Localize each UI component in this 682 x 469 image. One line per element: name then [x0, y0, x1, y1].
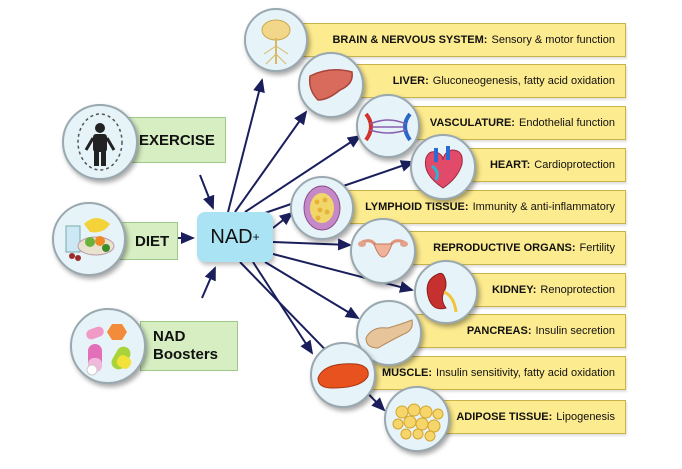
liver-icon — [298, 52, 364, 118]
brain-nerves-icon — [244, 8, 308, 72]
arrow-to-kidney — [272, 253, 414, 293]
nad-superscript: + — [252, 230, 260, 244]
organ-name: LIVER: — [392, 75, 429, 87]
arrow-to-brain — [227, 78, 265, 213]
organ-bar-liver: LIVER:Gluconeogenesis, fatty acid oxidat… — [320, 64, 626, 98]
nad-boosters-label-line2: Boosters — [153, 346, 219, 363]
organ-name: LYMPHOID TISSUE: — [365, 201, 469, 213]
organ-effect: Cardioprotection — [534, 159, 615, 171]
organ-name: HEART: — [489, 159, 531, 171]
diet-label: DIET — [135, 232, 170, 250]
organ-bar-reproductive: REPRODUCTIVE ORGANS:Fertility — [376, 231, 626, 265]
lymph-node-icon — [290, 176, 354, 240]
organ-effect: Endothelial function — [518, 117, 615, 129]
blood-vessels-icon — [356, 94, 420, 158]
organ-effect: Gluconeogenesis, fatty acid oxidation — [432, 75, 615, 87]
arrow-to-vasculature — [244, 134, 362, 213]
nad-node: NAD+ — [197, 212, 273, 262]
organ-name: VASCULATURE: — [429, 117, 515, 129]
exercise-label: EXERCISE — [139, 131, 215, 149]
arrow-to-reproductive — [272, 238, 352, 251]
organ-name: ADIPOSE TISSUE: — [456, 411, 553, 423]
jump-rope-person-icon — [62, 104, 138, 180]
organ-bar-brain: BRAIN & NERVOUS SYSTEM:Sensory & motor f… — [272, 23, 626, 57]
organ-bar-lymphoid: LYMPHOID TISSUE:Immunity & anti-inflamma… — [318, 190, 626, 224]
nad-label: NAD — [210, 225, 253, 248]
arrow-to-lymphoid — [272, 211, 294, 229]
adipose-cells-icon — [384, 386, 450, 452]
organ-name: PANCREAS: — [466, 325, 532, 337]
organ-effect: Lipogenesis — [556, 411, 615, 423]
nad-boosters-box: NAD Boosters — [140, 321, 238, 371]
arrow-exercise-to-nad — [199, 174, 215, 210]
organ-bar-muscle: MUSCLE:Insulin sensitivity, fatty acid o… — [334, 356, 626, 390]
organ-effect: Sensory & motor function — [491, 34, 615, 46]
organ-name: MUSCLE: — [381, 367, 433, 379]
organ-effect: Renoprotection — [540, 284, 615, 296]
arrow-to-muscle — [252, 261, 314, 355]
organ-effect: Insulin secretion — [535, 325, 616, 337]
kidney-icon — [414, 260, 478, 324]
organ-name: BRAIN & NERVOUS SYSTEM: — [332, 34, 488, 46]
organ-bar-pancreas: PANCREAS:Insulin secretion — [380, 314, 626, 348]
organ-effect: Insulin sensitivity, fatty acid oxidatio… — [436, 367, 615, 379]
arrow-to-liver — [234, 110, 308, 213]
heart-icon — [410, 134, 476, 200]
organ-effect: Immunity & anti-inflammatory — [472, 201, 615, 213]
organ-name: KIDNEY: — [491, 284, 537, 296]
arrow-to-pancreas — [264, 261, 360, 320]
organ-effect: Fertility — [579, 242, 615, 254]
arrow-boosters-to-nad — [201, 266, 216, 299]
uterus-icon — [350, 218, 416, 284]
pills-icon — [70, 308, 146, 384]
nad-boosters-label-line1: NAD — [153, 328, 186, 345]
organ-name: REPRODUCTIVE ORGANS: — [433, 242, 576, 254]
muscle-icon — [310, 342, 376, 408]
food-icon — [52, 202, 126, 276]
